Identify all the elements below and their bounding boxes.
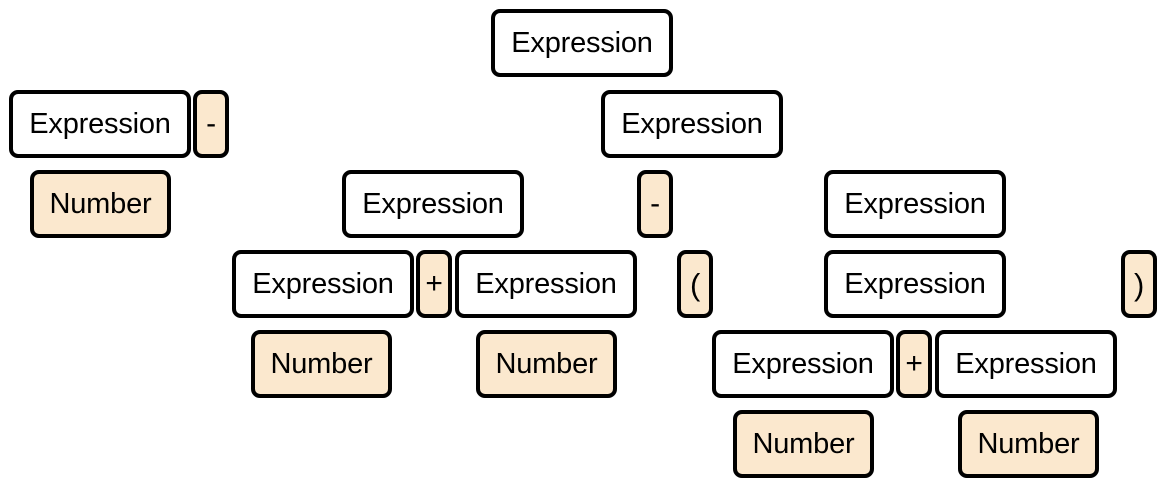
number-node-n15: Number	[251, 330, 392, 398]
expression-node-n19: Expression	[935, 330, 1117, 398]
expression-node-n17: Expression	[712, 330, 894, 398]
expression-node-n1: Expression	[491, 9, 673, 77]
plus-operator-node-n18: +	[896, 330, 932, 398]
number-node-n21: Number	[958, 410, 1099, 478]
number-node-n5: Number	[30, 170, 171, 238]
expression-node-n13: Expression	[824, 250, 1006, 318]
number-node-n20: Number	[733, 410, 874, 478]
expression-node-n9: Expression	[232, 250, 414, 318]
number-node-n16: Number	[476, 330, 617, 398]
expression-node-n2: Expression	[601, 90, 783, 158]
expression-node-n6: Expression	[342, 170, 524, 238]
minus-operator-node-n4: -	[193, 90, 229, 158]
close-paren-node-n14: )	[1121, 250, 1157, 318]
minus-operator-node-n7: -	[637, 170, 673, 238]
plus-operator-node-n10: +	[416, 250, 452, 318]
expression-node-n11: Expression	[455, 250, 637, 318]
expression-node-n8: Expression	[824, 170, 1006, 238]
open-paren-node-n12: (	[677, 250, 713, 318]
expression-node-n3: Expression	[9, 90, 191, 158]
